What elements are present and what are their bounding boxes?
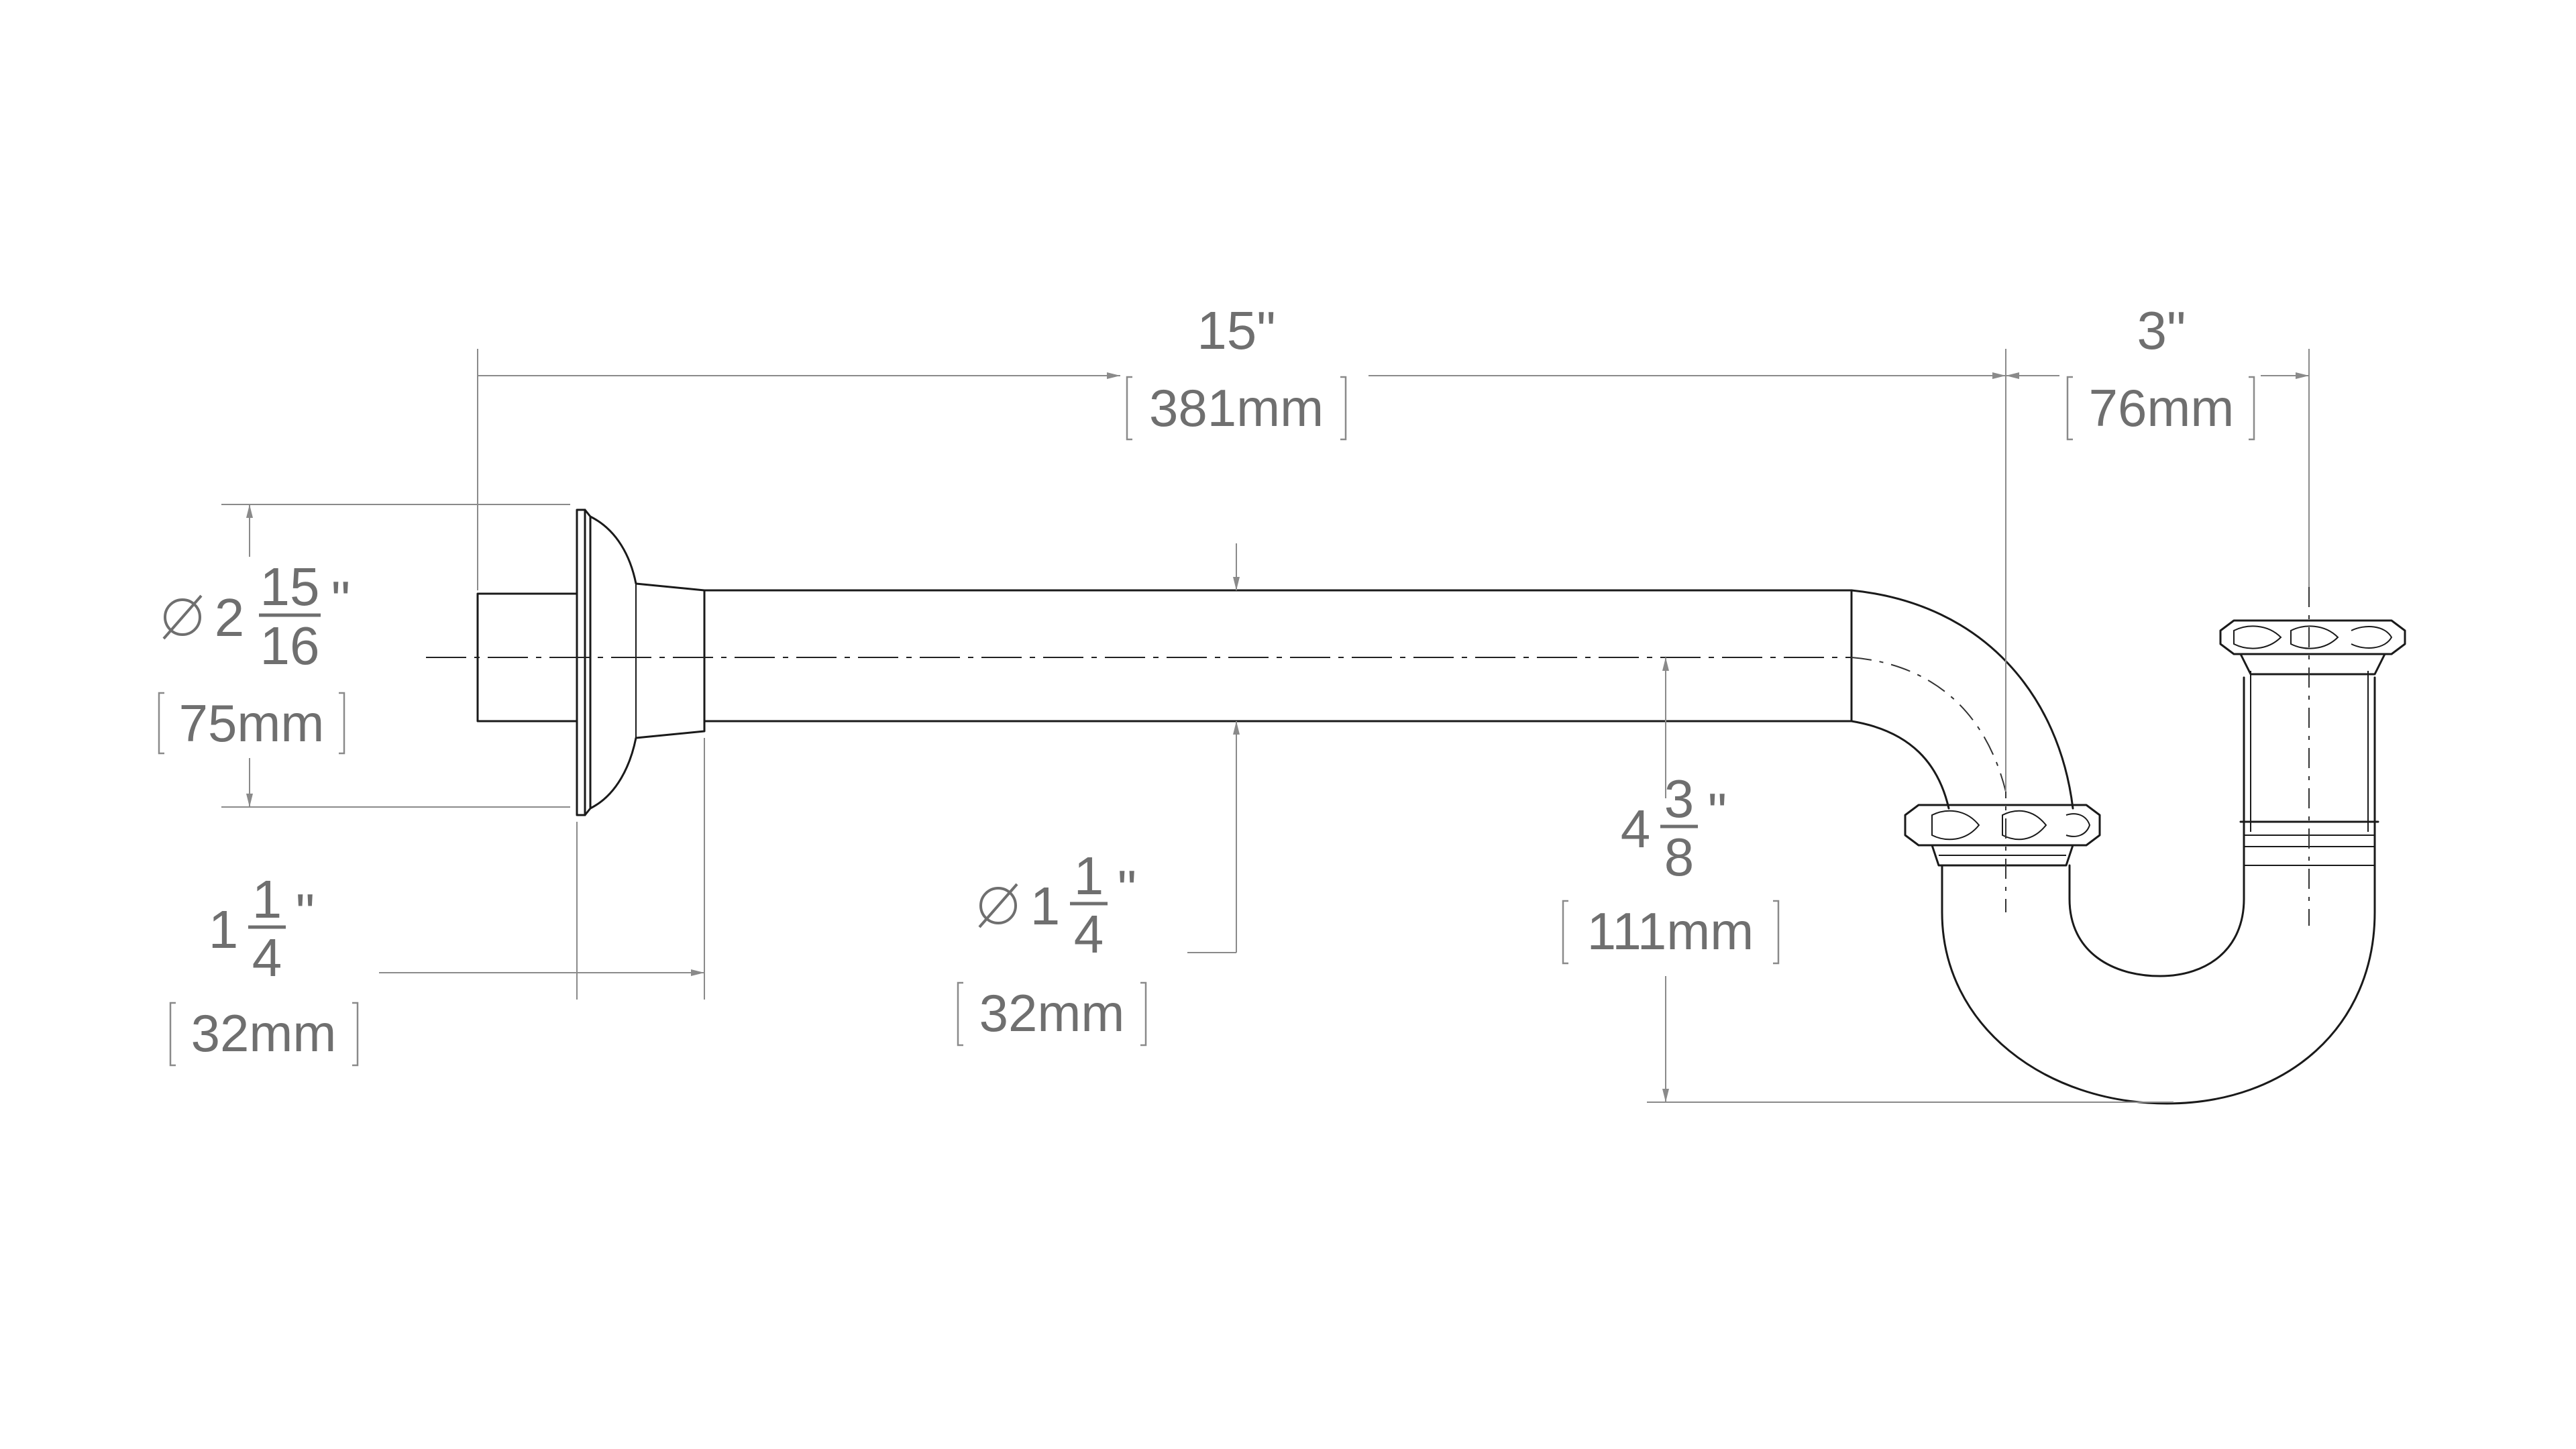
trap-height-whole: 4 <box>1621 799 1651 859</box>
label-trap-height: 4 3 8 " 111mm <box>1562 769 1780 965</box>
top-slip-nut <box>2219 619 2406 676</box>
pipe-diameter-whole: 1 <box>1030 876 1061 936</box>
offset-imperial: 3" <box>2137 301 2186 360</box>
left-slip-nut <box>1904 804 2101 867</box>
flange-depth-metric: 32mm <box>191 1004 337 1063</box>
flange-depth-whole: 1 <box>209 900 239 959</box>
trap-height-denominator: 8 <box>1664 827 1695 887</box>
diameter-icon-pipe <box>979 887 1017 924</box>
flange-depth-numerator: 1 <box>252 869 282 929</box>
label-offset: 3" 76mm <box>2066 301 2255 441</box>
label-flange-diameter: 2 15 16 " 75mm <box>158 557 350 755</box>
label-pipe-diameter: 1 1 4 " 32mm <box>957 846 1147 1046</box>
flange-depth-inch-mark: " <box>296 883 315 943</box>
flange-diameter-inch-mark: " <box>331 570 350 630</box>
trap-height-inch-mark: " <box>1708 782 1727 842</box>
flange-diameter-denominator: 16 <box>260 616 320 676</box>
flange-diameter-metric: 75mm <box>179 694 325 753</box>
label-flange-depth: 1 1 4 " 32mm <box>169 869 359 1067</box>
diameter-icon <box>164 598 201 636</box>
length-imperial: 15" <box>1197 301 1275 360</box>
tailpiece <box>2239 671 2379 867</box>
pipe-diameter-denominator: 4 <box>1074 904 1104 964</box>
j-bend <box>1941 851 2376 1105</box>
trap-height-numerator: 3 <box>1664 769 1695 828</box>
pipe-diameter-metric: 32mm <box>979 983 1125 1042</box>
horizontal-pipe <box>703 589 1853 722</box>
flange-depth-denominator: 4 <box>252 928 282 987</box>
pipe-diameter-numerator: 1 <box>1074 846 1104 906</box>
dimension-flange-depth <box>379 738 705 1000</box>
offset-metric: 76mm <box>2089 378 2235 437</box>
dimension-length <box>477 349 2006 792</box>
escutcheon-flange <box>576 508 706 816</box>
flange-diameter-whole: 2 <box>215 588 245 647</box>
dimension-offset <box>2006 349 2310 587</box>
trap-height-metric: 111mm <box>1587 902 1754 961</box>
pipe-bend <box>1850 589 2074 810</box>
dimension-pipe-diameter <box>1187 543 1240 953</box>
dimension-trap-height <box>1647 657 2174 1103</box>
flange-diameter-numerator: 15 <box>260 557 320 616</box>
dimension-flange-diameter <box>221 504 570 808</box>
center-lines <box>426 587 2310 926</box>
label-length: 15" 381mm <box>1126 301 1347 441</box>
pipe-diameter-inch-mark: " <box>1118 859 1136 919</box>
length-metric: 381mm <box>1149 378 1324 437</box>
